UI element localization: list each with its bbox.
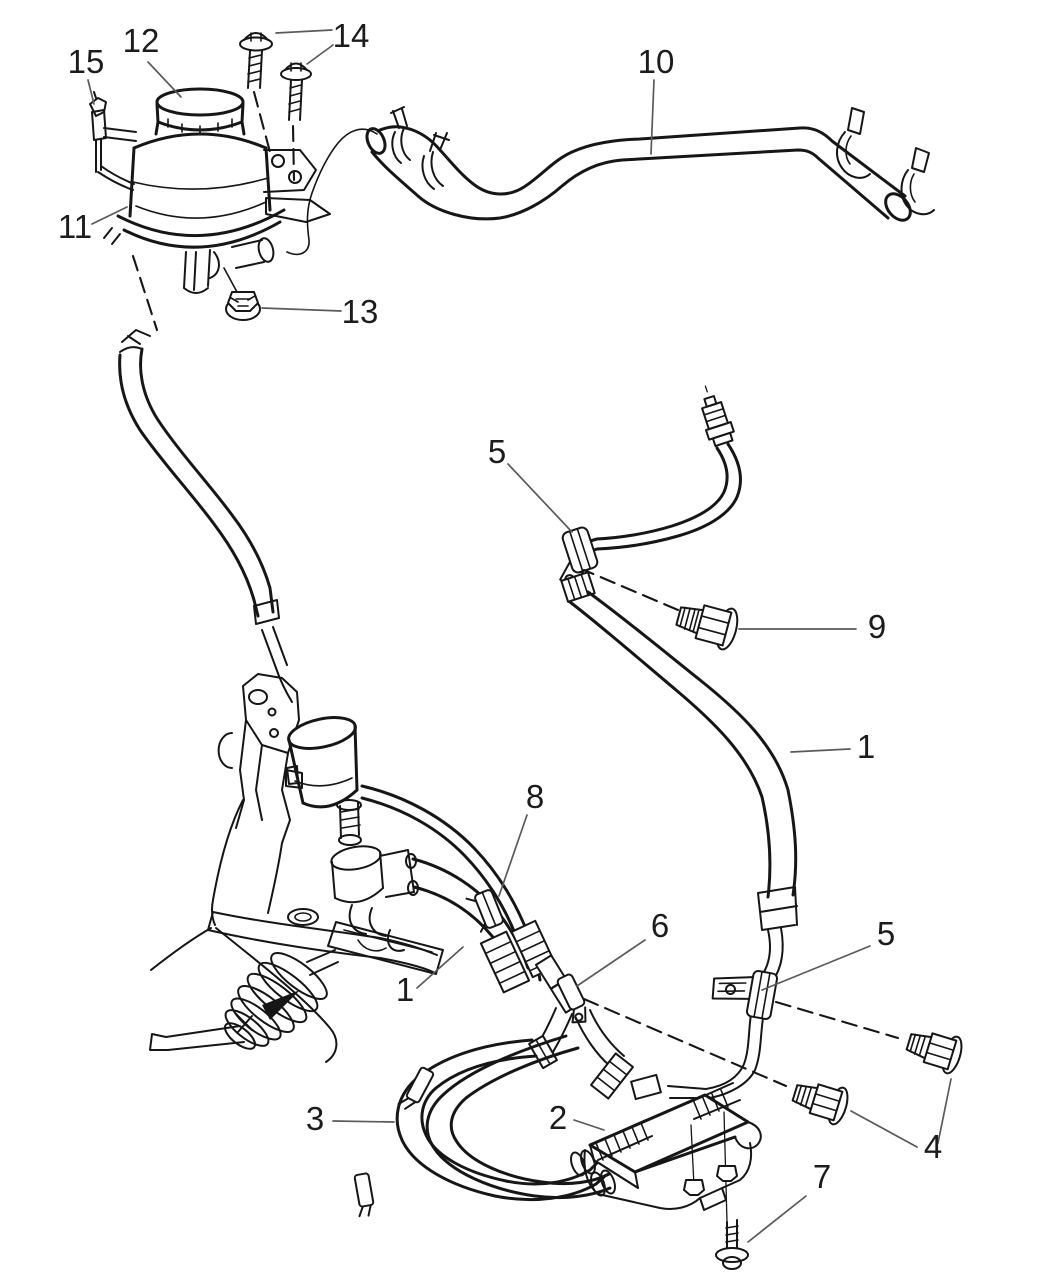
steering-rack-bellows xyxy=(149,949,339,1051)
callout-labels: 15 12 14 10 11 13 5 9 1 8 6 5 1 3 2 4 7 xyxy=(58,17,942,1195)
callout-5a: 5 xyxy=(488,433,506,470)
pump-hose-bundle xyxy=(360,784,558,994)
hose-clamp-6 xyxy=(556,973,587,1024)
callout-11: 11 xyxy=(58,208,92,245)
callout-7: 7 xyxy=(813,1158,831,1195)
callout-1b: 1 xyxy=(396,971,414,1008)
engine-mount-bracket xyxy=(210,673,303,926)
clamp5b-to-bolt4a-dash xyxy=(774,1000,900,1040)
callout-5b: 5 xyxy=(877,915,895,952)
callout-15: 15 xyxy=(68,43,105,80)
hose-loop-3 xyxy=(353,1034,616,1218)
callout-14: 14 xyxy=(333,17,370,54)
mounting-screws-14 xyxy=(239,32,312,182)
callout-8: 8 xyxy=(526,778,544,815)
cooler-bracket xyxy=(583,1111,753,1223)
engine-surface xyxy=(150,908,444,1063)
supply-hose xyxy=(118,329,293,703)
tube-clamp-5a xyxy=(559,526,599,603)
bolt-4b xyxy=(791,1083,849,1126)
callout-leaders xyxy=(87,29,952,1243)
callout-13: 13 xyxy=(342,293,379,330)
reservoir-to-hose-line xyxy=(286,128,378,256)
fluid-reservoir xyxy=(103,87,331,294)
junction-fittings xyxy=(528,954,662,1101)
pressure-tube-fitting xyxy=(586,383,742,554)
callout-9: 9 xyxy=(868,608,886,645)
callout-12: 12 xyxy=(123,22,160,59)
callout-4: 4 xyxy=(924,1128,942,1165)
callout-2: 2 xyxy=(549,1099,567,1136)
bolt-9 xyxy=(675,604,739,651)
clamp6-to-bolt4b-dash xyxy=(582,997,788,1088)
callout-1a: 1 xyxy=(857,728,875,765)
bolt-4a xyxy=(905,1032,963,1075)
pressure-hose-1 xyxy=(568,590,798,1099)
reservoir-nut-13 xyxy=(225,291,261,321)
supply-hose-axis-dash xyxy=(131,254,159,332)
callout-10: 10 xyxy=(638,43,675,80)
callout-3: 3 xyxy=(306,1100,324,1137)
callout-6: 6 xyxy=(651,907,669,944)
tube-clamp-5b xyxy=(711,970,779,1020)
cooler-screw-7 xyxy=(715,1219,749,1270)
return-hose-10 xyxy=(365,106,935,222)
reservoir-bracket xyxy=(89,91,137,191)
power-steering-pump xyxy=(286,716,419,952)
bolt9-axis-dash xyxy=(582,568,680,612)
oil-cooler-2 xyxy=(588,1082,762,1189)
